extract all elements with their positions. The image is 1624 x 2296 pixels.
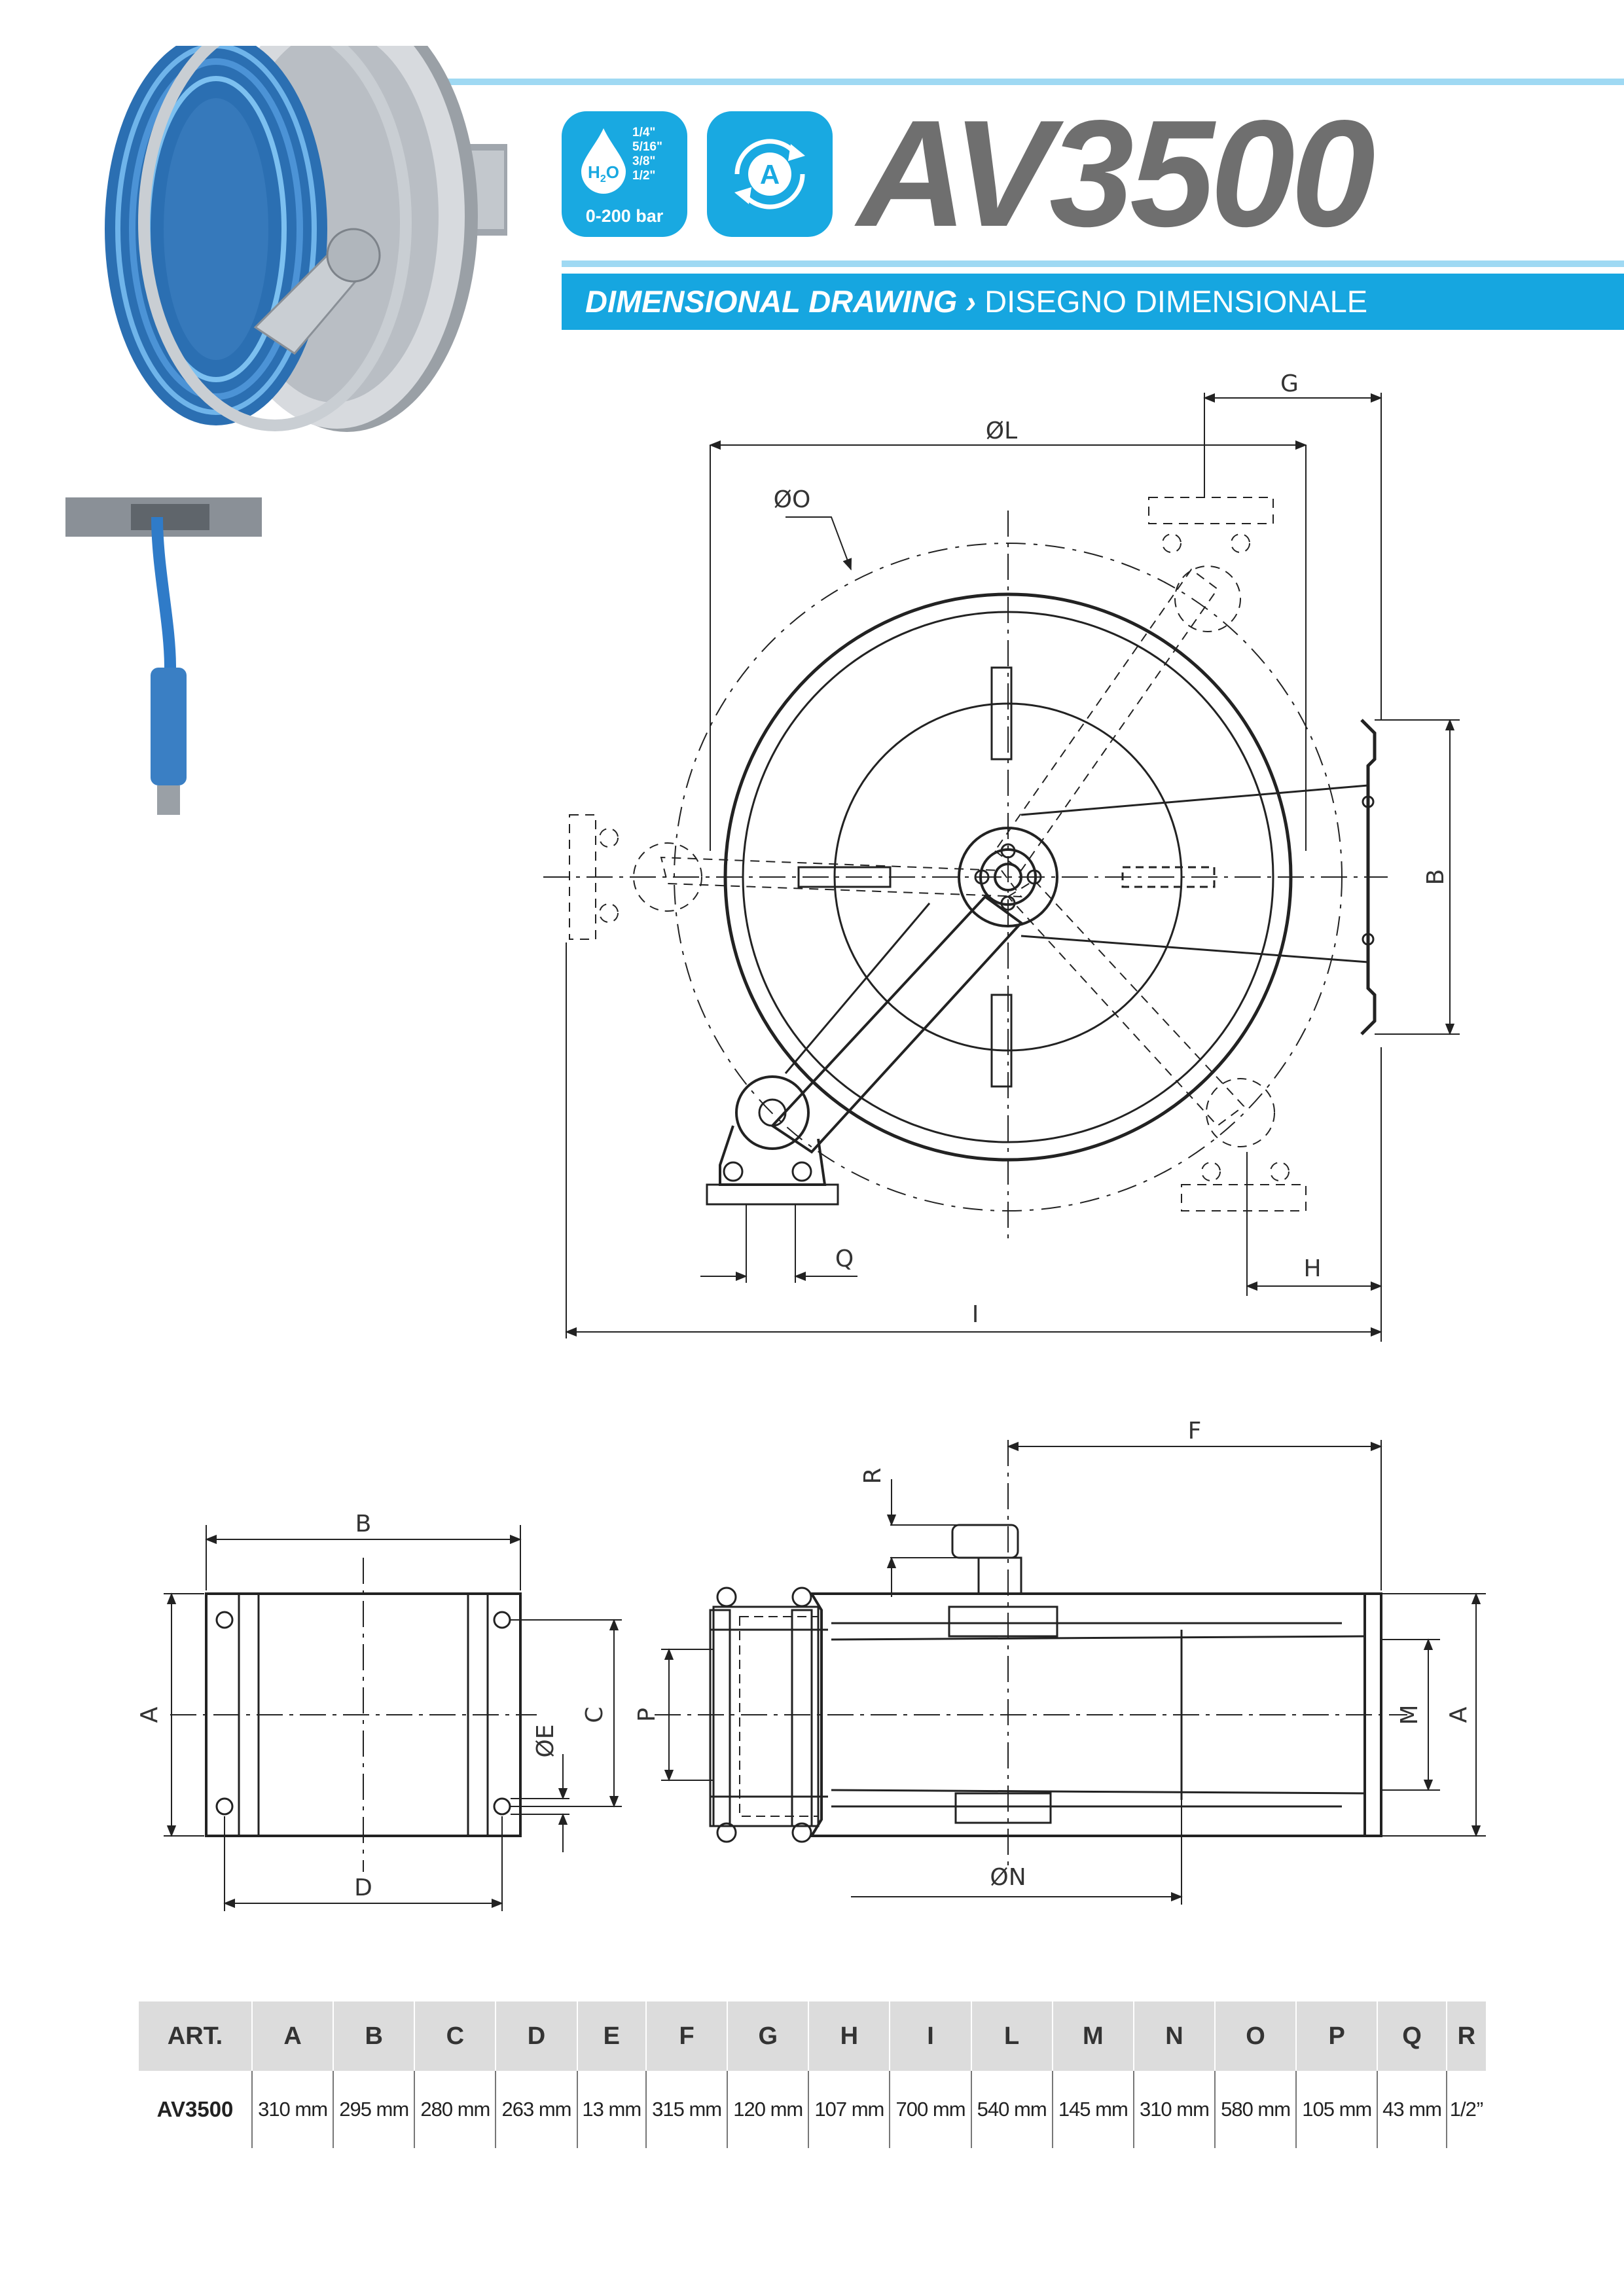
dimensions-table: ART. A B C D E F G H I L M N O P Q R AV3… <box>139 2001 1486 2148</box>
front-view <box>543 393 1460 1342</box>
section-banner: DIMENSIONAL DRAWING › DISEGNO DIMENSIONA… <box>562 274 1624 330</box>
table-cell: 295 mm <box>333 2071 416 2148</box>
table-header: Q <box>1377 2001 1447 2071</box>
table-cell: 280 mm <box>414 2071 497 2148</box>
hose-sizes: 1/4" 5/16" 3/8" 1/2" <box>632 126 662 183</box>
label-C: C <box>581 1706 608 1723</box>
auto-rewind-icon: A <box>734 139 805 209</box>
table-header: H <box>808 2001 891 2071</box>
label-E: ØE <box>532 1724 559 1757</box>
table-header: ART. <box>139 2001 253 2071</box>
side-view-labels: F R P M A ØN <box>634 1418 1472 1891</box>
hanging-hose-photo <box>151 516 176 668</box>
table-header: A <box>252 2001 334 2071</box>
label-P: P <box>634 1708 660 1722</box>
section-title-regular: DISEGNO DIMENSIONALE <box>984 284 1368 319</box>
label-Q: Q <box>835 1246 854 1272</box>
table-cell: 310 mm <box>252 2071 334 2148</box>
table-cell: 120 mm <box>727 2071 810 2148</box>
table-header: F <box>646 2001 729 2071</box>
bracket-view-labels: B A C ØE D <box>136 1511 608 1901</box>
label-R: R <box>859 1467 886 1484</box>
front-view-labels: G ØL ØO B Q H I <box>774 370 1449 1328</box>
table-cell: 107 mm <box>808 2071 891 2148</box>
auto-rewind-badge: A <box>707 111 833 237</box>
table-header: D <box>496 2001 578 2071</box>
label-G: G <box>1280 370 1299 397</box>
label-B-bracket: B <box>355 1511 372 1537</box>
label-A-side: A <box>1445 1706 1472 1723</box>
table-header-row: ART. A B C D E F G H I L M N O P Q R <box>139 2001 1486 2071</box>
table-cell: 105 mm <box>1296 2071 1379 2148</box>
section-title-bold: DIMENSIONAL DRAWING › <box>585 284 977 319</box>
pressure-range: 0-200 bar <box>585 206 664 226</box>
table-cell: 580 mm <box>1215 2071 1297 2148</box>
table-cell: 43 mm <box>1377 2071 1447 2148</box>
nozzle-photo <box>151 668 187 785</box>
table-header: E <box>577 2001 647 2071</box>
svg-text:H2O: H2O <box>588 162 619 185</box>
table-row: AV3500 310 mm 295 mm 280 mm 263 mm 13 mm… <box>139 2071 1486 2148</box>
technical-drawings: G ØL ØO B Q H I B A C ØE <box>136 370 1486 1911</box>
table-header: P <box>1296 2001 1379 2071</box>
bracket-view <box>164 1525 622 1911</box>
product-photo <box>65 46 507 815</box>
label-H: H <box>1303 1255 1321 1282</box>
header-line-top <box>386 79 1624 85</box>
table-header: R <box>1446 2001 1486 2071</box>
table-cell: 145 mm <box>1052 2071 1134 2148</box>
label-D: D <box>354 1874 372 1901</box>
table-header: G <box>727 2001 810 2071</box>
water-pressure-badge: H2O 1/4" 5/16" 3/8" 1/2" 0-200 bar <box>562 111 687 237</box>
table-cell: 1/2’’ <box>1449 2098 1484 2121</box>
table-cell-art: AV3500 <box>139 2071 253 2148</box>
label-O: ØO <box>774 486 811 513</box>
label-F: F <box>1188 1418 1202 1444</box>
circle-O <box>674 543 1343 1211</box>
water-drop-icon: H2O <box>581 128 626 194</box>
side-view <box>655 1440 1486 1905</box>
label-N: ØN <box>990 1864 1026 1891</box>
table-cell: 700 mm <box>890 2071 972 2148</box>
table-cell: 540 mm <box>971 2071 1053 2148</box>
table-header: N <box>1133 2001 1216 2071</box>
drum-hub <box>833 702 1183 1052</box>
table-header: I <box>890 2001 972 2071</box>
table-header: B <box>333 2001 416 2071</box>
label-A-bracket: A <box>136 1706 163 1723</box>
table-header: L <box>971 2001 1053 2071</box>
label-I: I <box>972 1301 979 1328</box>
header-line-bottom <box>562 260 1624 267</box>
table-header: M <box>1052 2001 1134 2071</box>
table-header: O <box>1215 2001 1297 2071</box>
svg-text:A: A <box>760 159 780 190</box>
label-M: M <box>1396 1704 1423 1725</box>
table-cell: 263 mm <box>496 2071 578 2148</box>
label-B-front: B <box>1422 869 1449 886</box>
table-cell: 315 mm <box>646 2071 729 2148</box>
product-title: AV3500 <box>857 89 1375 259</box>
drum-flange <box>723 592 1293 1162</box>
label-L: ØL <box>986 418 1017 444</box>
table-cell: 310 mm <box>1133 2071 1216 2148</box>
table-header: C <box>414 2001 497 2071</box>
table-cell: 13 mm <box>577 2071 647 2148</box>
